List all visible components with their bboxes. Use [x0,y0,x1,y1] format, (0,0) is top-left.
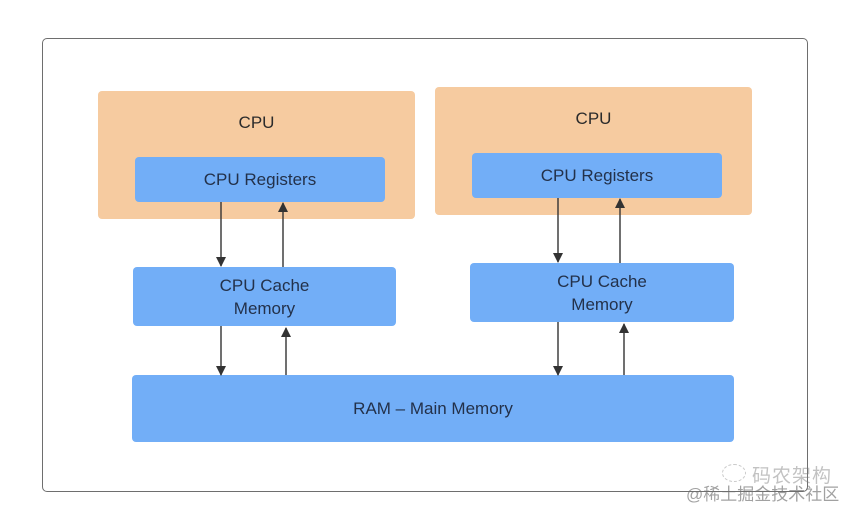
cpu-cache-label-line1: CPU Cache [219,275,310,295]
cpu-registers-box-1: CPU Registers [135,157,385,202]
cpu-registers-label: CPU Registers [203,170,317,189]
watermark-line2: @稀土掘金技术社区 [686,485,840,504]
cpu-cache-box-1: CPU Cache Memory [133,267,396,326]
cpu-registers-label: CPU Registers [540,166,654,185]
ram-label: RAM – Main Memory [353,399,513,418]
diagram-frame [42,38,808,492]
watermark-icon [722,464,746,482]
watermark-line1: 码农架构 [752,466,833,487]
cpu-label: CPU [238,113,275,132]
ram-main-memory-box: RAM – Main Memory [132,375,734,442]
cpu-cache-label-line2: Memory [233,298,296,318]
cpu-cache-box-2: CPU Cache Memory [470,263,734,322]
cpu-cache-label-line1: CPU Cache [557,271,647,291]
cpu-registers-box-2: CPU Registers [472,153,722,198]
cpu-cache-label-line2: Memory [571,294,633,314]
cpu-label: CPU [575,109,612,128]
